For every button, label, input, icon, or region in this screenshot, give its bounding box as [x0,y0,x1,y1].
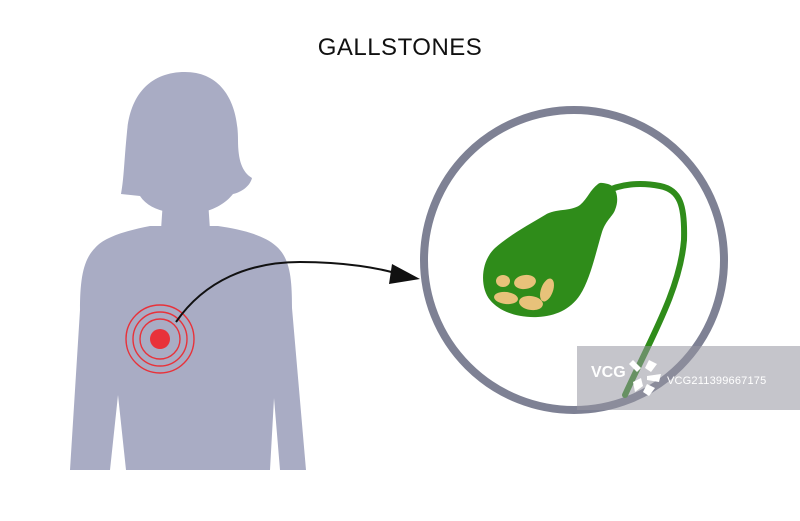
page-title: GALLSTONES [317,34,483,61]
watermark-mark-icon [629,360,661,396]
female-silhouette [70,72,306,470]
head-hair [121,72,252,212]
pointer-arrow [175,260,420,323]
gallbladder [483,181,688,398]
torso [70,226,306,470]
pain-indicator [125,304,195,374]
watermark-badge: VCG VCG211399667175 [577,346,800,410]
watermark-logo: VCG [591,364,626,381]
watermark-id: VCG211399667175 [667,375,767,387]
gallstones [494,274,554,311]
bile-duct [602,181,688,398]
